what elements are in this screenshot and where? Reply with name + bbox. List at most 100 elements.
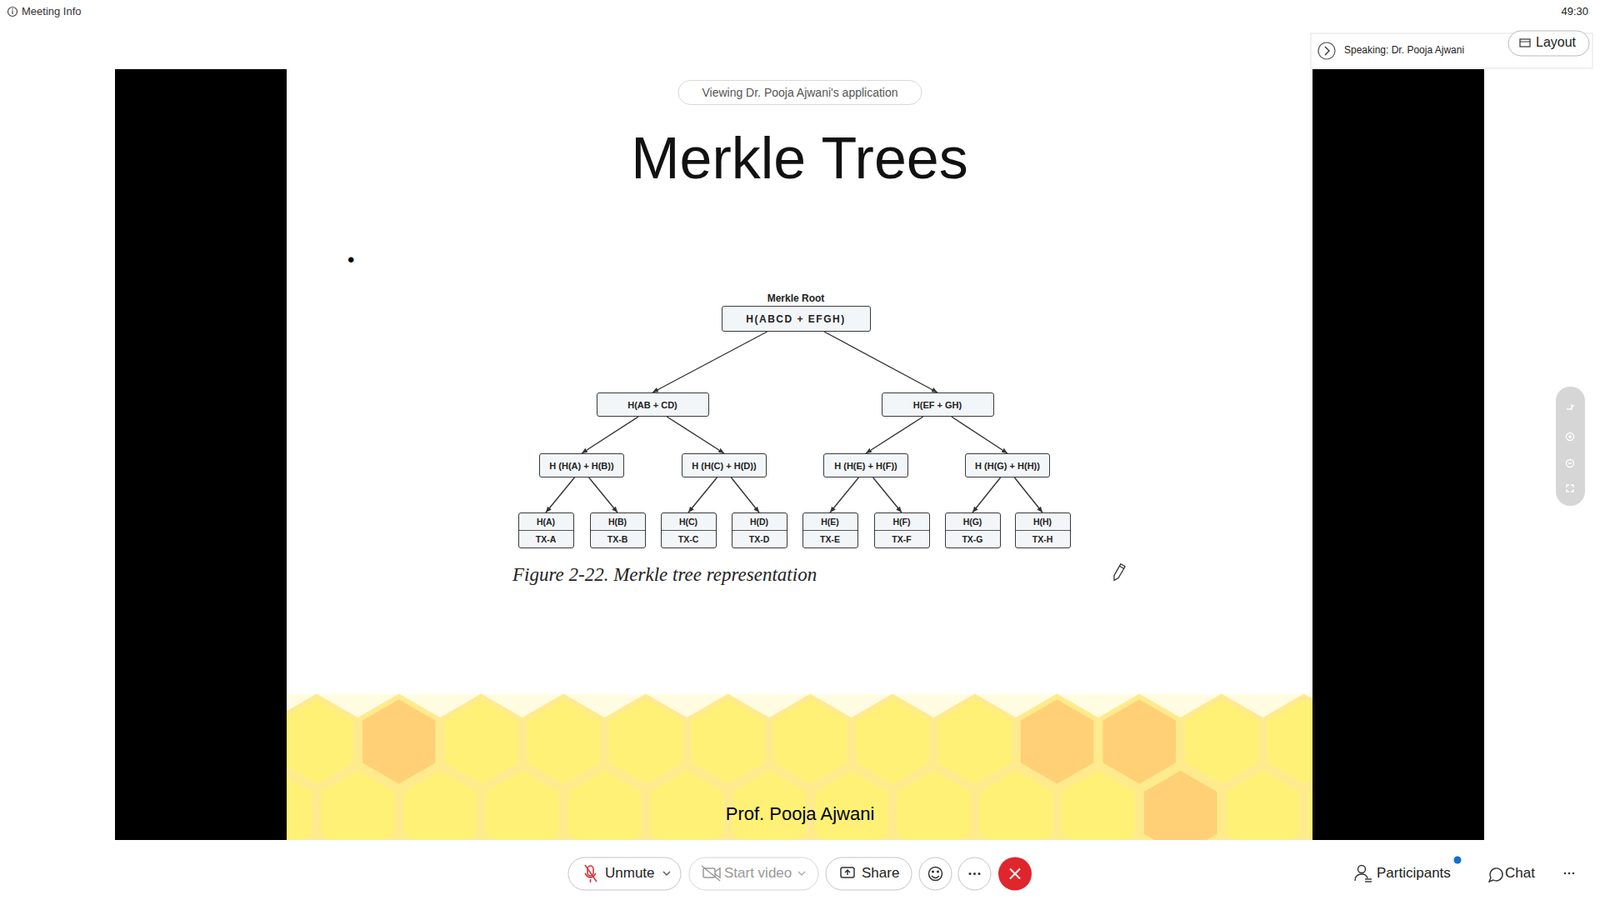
tree-edge <box>865 416 924 454</box>
hash-text: H (H(C) + H(D)) <box>682 460 766 471</box>
hash-box: H (H(C) + H(D)) <box>681 453 767 478</box>
video-off-icon <box>701 865 720 881</box>
box-section: TX-G <box>945 530 1000 548</box>
pencil-icon <box>1111 564 1125 582</box>
leaf-hash-box: H(A) TX-A <box>518 512 575 549</box>
presenter-footer: Prof. Pooja Ajwani <box>725 803 875 825</box>
meeting-timer: 49:30 <box>1560 5 1589 18</box>
unmute-button <box>568 857 681 890</box>
slide-title: Merkle Trees <box>286 125 1313 192</box>
tree-edge <box>873 477 902 513</box>
participants-icon <box>1355 865 1372 883</box>
chat-label: Chat <box>1505 865 1535 882</box>
transaction-text: TX-F <box>891 534 911 545</box>
info-icon <box>8 7 18 17</box>
box-section: H(G) <box>945 513 1000 530</box>
muted-mic-icon <box>585 865 597 883</box>
tree-edge <box>688 477 717 513</box>
hash-text: H (H(E) + H(F)) <box>824 460 908 471</box>
root-heading: Merkle Root <box>767 292 825 305</box>
hash-box: H (H(A) + H(B)) <box>539 453 625 478</box>
leaf-hash-box: H(H)TX-H <box>1015 512 1071 549</box>
box-section: H(D) <box>732 513 787 530</box>
tree-edge <box>581 416 639 454</box>
tree-edge <box>652 331 768 393</box>
share-button <box>825 857 912 890</box>
leaf-hash-box: H(F) TX-F <box>874 512 930 549</box>
tree-edge <box>730 477 760 513</box>
share-icon <box>840 867 855 878</box>
tree-edge <box>666 416 725 454</box>
leaf-hash-box: H(D) TX-D <box>731 512 788 549</box>
hash-box: H (H(G) + H(H)) <box>965 453 1050 478</box>
honeycomb-tint <box>286 694 1313 840</box>
hash-box: H (H(E) + H(F)) <box>823 453 909 478</box>
box-section: TX-E <box>803 530 858 548</box>
box-section: H(C) <box>661 513 716 530</box>
box-section: H(F) <box>875 513 930 530</box>
box-section: TX-F <box>875 530 930 548</box>
tree-edge <box>824 331 938 393</box>
hash-text: H(EF + GH) <box>882 400 994 410</box>
transaction-text: TX-E <box>820 534 840 545</box>
hash-text: H(AB + CD) <box>597 400 709 410</box>
box-section: H(H) <box>1015 513 1070 530</box>
figure-caption: Figure 2-22. Merkle tree representation <box>512 564 817 586</box>
zoom-control <box>1555 386 1585 506</box>
share-label: Share <box>861 865 900 882</box>
leaf-hash-box: H(C) TX-C <box>660 512 717 549</box>
more-icon <box>1564 872 1575 875</box>
box-section: TX-B <box>590 530 645 548</box>
leaf-hash-box: H(G) TX-G <box>945 512 1001 549</box>
layout-label: Layout <box>1535 35 1576 50</box>
chat-icon <box>1489 868 1503 882</box>
hash-box: H(AB + CD) <box>596 392 710 417</box>
leaf-hash-box: H(E) TX-E <box>802 512 859 549</box>
box-section: H(A) <box>519 513 574 530</box>
tree-edge <box>830 477 859 513</box>
layout-button <box>1508 30 1590 56</box>
box-section: H(B) <box>590 513 645 530</box>
tree-edge <box>951 416 1008 454</box>
black-bar <box>115 69 287 840</box>
notification-dot <box>1454 856 1462 865</box>
leave-button <box>998 857 1032 891</box>
bullet: • <box>347 248 355 272</box>
hash-text: H(A) <box>536 516 555 527</box>
leaf-hash-box: H(B) TX-B <box>590 512 646 549</box>
black-bar <box>1312 69 1485 840</box>
tree-edge <box>1014 477 1043 513</box>
reactions-button <box>919 857 952 890</box>
hash-box: H(EF + GH) <box>881 392 995 417</box>
tree-edge <box>972 477 1001 513</box>
slide <box>286 69 1313 840</box>
video-button <box>689 857 819 890</box>
merkle-root-box: Merkle RootH(ABCD + EFGH) <box>721 305 871 332</box>
video-label: Start video <box>724 865 792 882</box>
speaker-name: Speaking: Dr. Pooja Ajwani <box>1344 44 1465 56</box>
participants-label: Participants <box>1376 865 1451 882</box>
hash-text: H (H(G) + H(H)) <box>965 460 1050 471</box>
meeting-info: Meeting Info <box>21 5 82 18</box>
hash-text: H(ABCD + EFGH) <box>722 313 870 325</box>
box-section: TX-D <box>732 530 787 548</box>
hash-text: H(H) <box>1033 516 1052 527</box>
hash-text: H(G) <box>963 516 983 527</box>
box-section: TX-A <box>519 530 574 548</box>
hash-text: H(B) <box>608 516 627 527</box>
hash-text: H(C) <box>679 516 698 527</box>
box-section: TX-C <box>661 530 716 548</box>
sharing-notice: Viewing Dr. Pooja Ajwani's application <box>677 80 922 105</box>
transaction-text: TX-B <box>607 534 629 545</box>
tree-edge <box>545 477 575 513</box>
hash-text: H(E) <box>820 516 840 527</box>
hash-text: H(F) <box>893 516 911 527</box>
honeycomb <box>286 694 1313 840</box>
more-button <box>958 857 991 890</box>
transaction-text: TX-C <box>678 534 700 545</box>
expand-icon <box>1318 42 1335 60</box>
hash-text: H(D) <box>750 516 769 527</box>
hash-text: H (H(A) + H(B)) <box>540 460 624 471</box>
transaction-text: TX-D <box>749 534 770 545</box>
